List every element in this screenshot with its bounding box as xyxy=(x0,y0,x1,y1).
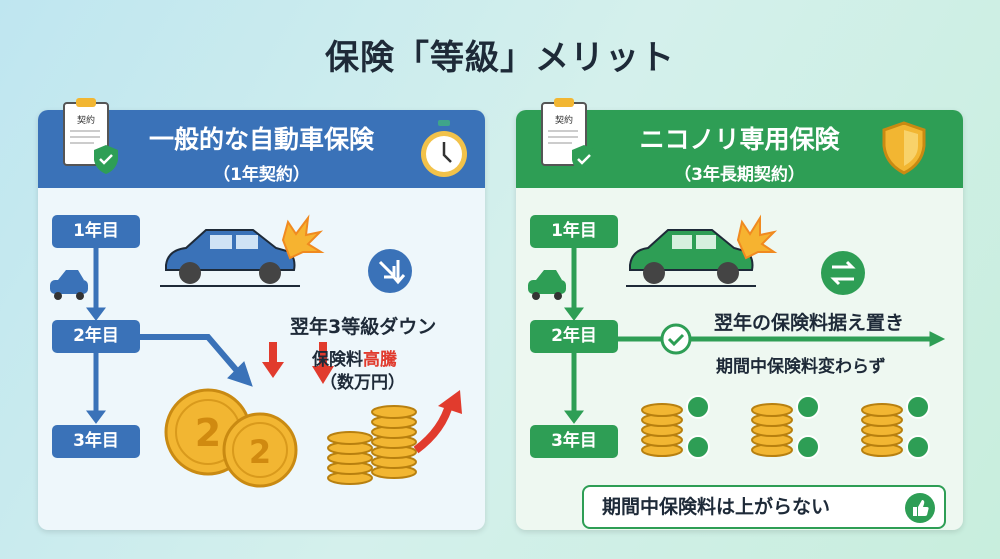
flow-arrows xyxy=(528,214,946,459)
coin-stacks-icon xyxy=(641,403,903,457)
crashed-car-icon xyxy=(160,214,325,287)
down-arrows-icon xyxy=(262,342,334,384)
small-crashed-car-icon xyxy=(528,270,566,300)
stopwatch-icon xyxy=(421,120,467,177)
premium-unchanged-text: 期間中保険料変わらず xyxy=(716,357,886,377)
standard-insurance-panel: 一般的な自動車保険 （1年契約） 1年目 2年目 3年目 2 2 xyxy=(38,110,485,530)
niconori-insurance-panel: ニコノリ専用保険 （3年長期契約） 1年目 2年目 3年目 翌年の保険料据え置き xyxy=(516,110,963,530)
year-1-label: 1年目 xyxy=(52,215,140,248)
year-3-label: 3年目 xyxy=(530,425,618,458)
contract-clipboard-icon: 契約 xyxy=(63,98,118,174)
year-2-label: 2年目 xyxy=(530,320,618,353)
shield-icon xyxy=(882,121,926,175)
svg-text:契約: 契約 xyxy=(555,114,573,126)
exchange-icon xyxy=(821,251,865,295)
panel-title: ニコノリ専用保険 xyxy=(639,125,840,154)
coin-label: 2 xyxy=(249,433,271,471)
check-circle-icon xyxy=(660,323,692,355)
check-badges-icon xyxy=(686,395,930,459)
crashed-car-icon xyxy=(626,214,778,287)
coin-label: 2 xyxy=(195,411,221,455)
flow-arrows: 2 2 xyxy=(50,214,462,488)
year-1-label: 1年目 xyxy=(530,215,618,248)
callout-box: 期間中保険料は上がらない xyxy=(582,485,946,529)
year-2-label: 2年目 xyxy=(52,320,140,353)
panel-subtitle: （1年契約） xyxy=(213,165,310,185)
small-crashed-car-icon xyxy=(50,270,88,300)
callout-text: 期間中保険料は上がらない xyxy=(602,496,831,518)
panel-subtitle: （3年長期契約） xyxy=(674,165,805,185)
thumbs-up-icon xyxy=(905,493,935,523)
rising-arrow-icon xyxy=(413,400,454,454)
contract-clipboard-icon: 契約 xyxy=(541,98,596,174)
svg-text:契約: 契約 xyxy=(77,114,95,126)
year-3-label: 3年目 xyxy=(52,425,140,458)
premium-fixed-text: 翌年の保険料据え置き xyxy=(714,312,905,334)
coin-stack-icon xyxy=(327,405,417,485)
grade-down-text: 翌年3等級ダウン xyxy=(290,316,437,338)
grade-down-icon xyxy=(368,249,412,293)
coins-icon: 2 2 xyxy=(164,388,298,488)
premium-rise-text: 保険料高騰 xyxy=(312,350,397,370)
panel-title: 一般的な自動車保険 xyxy=(148,125,374,154)
premium-amount-text: （数万円） xyxy=(320,373,405,393)
page-title: 保険「等級」メリット xyxy=(325,38,675,78)
